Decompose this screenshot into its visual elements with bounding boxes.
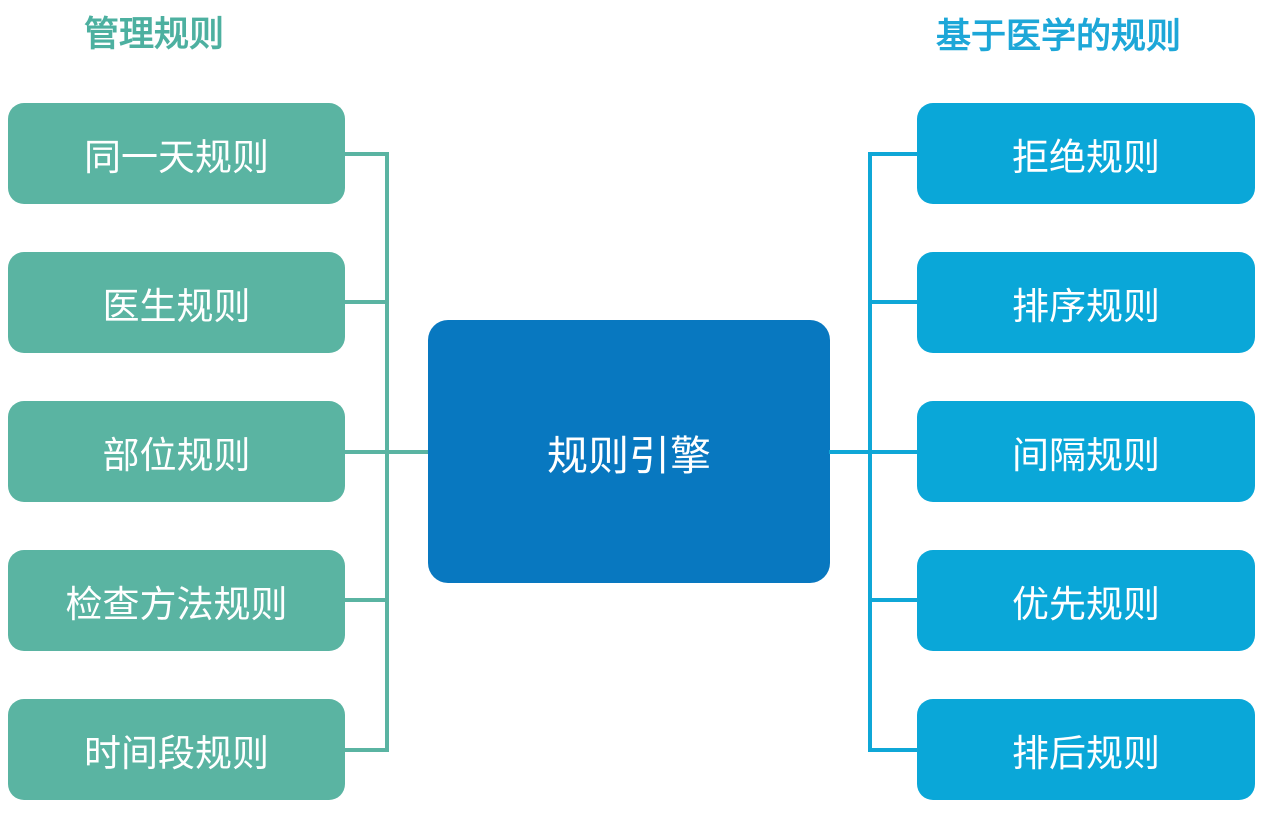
node-doctor-rule: 医生规则 xyxy=(8,252,345,353)
right-group-header: 基于医学的规则 xyxy=(936,17,1182,56)
node-time-period-rule: 时间段规则 xyxy=(8,699,345,800)
node-sort-rule: 排序规则 xyxy=(917,252,1255,353)
connector-right-stub-2 xyxy=(868,300,918,304)
connector-left-to-center xyxy=(344,450,428,454)
node-exam-method-rule: 检查方法规则 xyxy=(8,550,345,651)
node-defer-rule: 排后规则 xyxy=(917,699,1255,800)
connector-left-stub-5 xyxy=(344,748,389,752)
connector-left-stub-2 xyxy=(344,300,389,304)
connector-center-to-right xyxy=(829,450,918,454)
node-interval-rule: 间隔规则 xyxy=(917,401,1255,502)
node-rule-engine: 规则引擎 xyxy=(428,320,830,583)
node-reject-rule: 拒绝规则 xyxy=(917,103,1255,204)
connector-right-stub-4 xyxy=(868,598,918,602)
connector-left-stub-1 xyxy=(344,152,389,156)
node-priority-rule: 优先规则 xyxy=(917,550,1255,651)
connector-left-stub-4 xyxy=(344,598,389,602)
connector-right-stub-1 xyxy=(868,152,918,156)
left-group-header: 管理规则 xyxy=(84,15,225,54)
node-body-part-rule: 部位规则 xyxy=(8,401,345,502)
connector-right-stub-5 xyxy=(868,748,918,752)
node-same-day-rule: 同一天规则 xyxy=(8,103,345,204)
